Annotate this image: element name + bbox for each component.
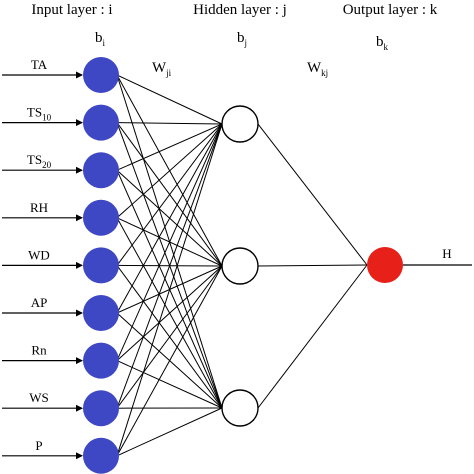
edge-hidden-1-output (257, 264, 368, 267)
edge-input-3-hidden-0 (116, 123, 223, 219)
input-node (83, 57, 119, 93)
output-bias-label: bk (376, 34, 389, 52)
input-label: WS (29, 390, 49, 405)
weight-kj-label: Wkj (307, 60, 328, 78)
edge-hidden-2-output (257, 264, 368, 409)
hidden-layer-title: Hidden layer : j (193, 2, 287, 18)
input-node (83, 342, 119, 379)
hidden-node (221, 105, 259, 143)
hidden-bias-base: b (237, 30, 245, 46)
input-node (83, 390, 119, 427)
edge-input-1-hidden-0 (116, 122, 223, 125)
output-layer: H (367, 246, 472, 283)
input-label: TA (31, 57, 48, 72)
edge-input-7-hidden-0 (116, 123, 223, 409)
input-node (83, 295, 119, 331)
input-label-base: P (35, 438, 42, 453)
edge-hidden-0-output (257, 123, 368, 266)
output-bias-base: b (376, 34, 384, 50)
input-node (83, 104, 119, 141)
output-layer-title: Output layer : k (343, 2, 438, 18)
output-label: H (442, 246, 451, 261)
output-node (367, 247, 403, 283)
input-label: WD (28, 247, 50, 262)
input-label: RH (30, 200, 48, 215)
hidden-bias-sub: j (244, 38, 248, 48)
input-label: Rn (31, 343, 47, 358)
weight-kj-sub: kj (321, 68, 328, 78)
edge-input-8-hidden-0 (116, 123, 223, 456)
input-node (83, 152, 119, 189)
weight-ji-sub: ji (165, 68, 172, 78)
input-label: P (35, 438, 42, 453)
input-label-base: TS (27, 105, 42, 120)
input-label-base: Rn (31, 343, 47, 358)
weight-ji-label: Wji (152, 60, 172, 78)
input-node (83, 199, 119, 236)
input-node (83, 437, 119, 474)
input-bias-label: bi (95, 30, 106, 48)
hidden-node (221, 247, 259, 285)
edge-input-6-hidden-1 (116, 265, 223, 361)
edge-input-6-hidden-2 (116, 360, 223, 409)
output-bias-sub: k (384, 42, 389, 52)
hidden-bias-label: bj (237, 30, 247, 48)
input-layer-title: Input layer : i (31, 2, 112, 18)
input-label: TS20 (27, 152, 52, 170)
input-label-sub: 10 (42, 113, 52, 123)
input-label: TS10 (27, 105, 52, 123)
input-label-base: AP (31, 295, 48, 310)
edge-input-7-hidden-1 (116, 265, 223, 409)
input-bias-sub: i (103, 38, 106, 48)
weight-ji-base: W (152, 60, 167, 76)
input-label-base: TA (31, 57, 48, 72)
edge-input-5-hidden-0 (116, 123, 223, 314)
input-node (83, 247, 119, 284)
weight-kj-base: W (307, 60, 322, 76)
edge-input-4-hidden-0 (116, 123, 223, 266)
edge-input-6-hidden-0 (116, 123, 223, 361)
edge-input-8-hidden-2 (116, 407, 223, 457)
hidden-layer (221, 105, 259, 427)
input-label-base: WS (29, 390, 49, 405)
input-label-base: RH (30, 200, 48, 215)
hidden-node (221, 389, 259, 427)
input-label-sub: 20 (42, 160, 52, 170)
edge-input-2-hidden-0 (116, 123, 223, 171)
edge-input-8-hidden-1 (116, 265, 223, 457)
input-bias-base: b (95, 30, 103, 46)
input-label-base: WD (28, 247, 50, 262)
edge-input-0-hidden-0 (116, 74, 223, 125)
input-label: AP (31, 295, 48, 310)
connections (116, 74, 368, 457)
input-label-base: TS (27, 152, 42, 167)
